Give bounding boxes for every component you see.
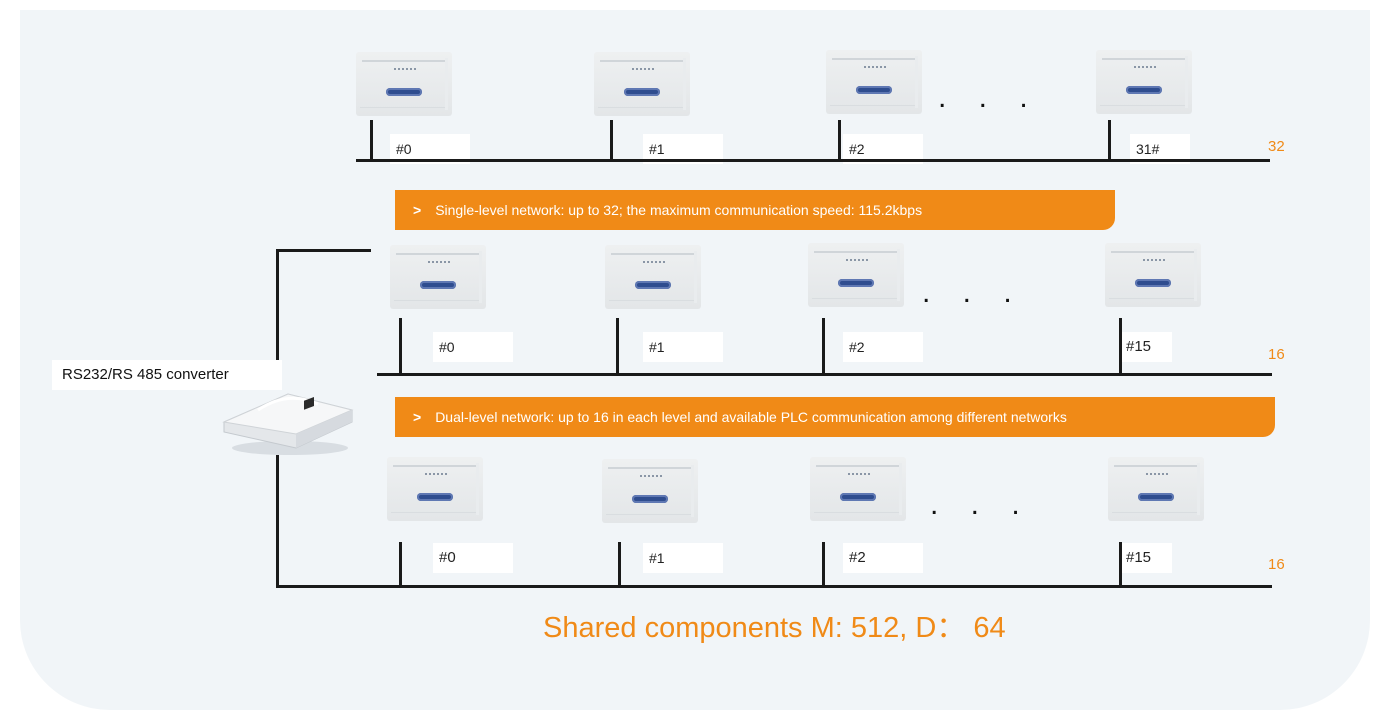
node-label: #0: [433, 543, 513, 573]
converter-label: RS232/RS 485 converter: [52, 360, 282, 390]
node-label: #15: [1122, 332, 1172, 362]
plc-device-icon: [602, 459, 698, 523]
drop-line: [838, 120, 841, 161]
info-banner: > Single-level network: up to 32; the max…: [395, 190, 1115, 230]
drop-line: [610, 120, 613, 161]
node-count: 32: [1268, 138, 1285, 155]
drop-line: [618, 542, 621, 587]
ellipsis: . . .: [922, 276, 1024, 309]
plc-device-icon: [826, 50, 922, 114]
banner-text: Single-level network: up to 32; the maxi…: [435, 202, 923, 218]
drop-line: [822, 542, 825, 587]
plc-device-icon: [808, 243, 904, 307]
ellipsis: . . .: [938, 81, 1040, 114]
plc-device-icon: [356, 52, 452, 116]
drop-line: [1108, 120, 1111, 161]
node-label: #1: [643, 543, 723, 573]
connector-line: [276, 249, 279, 362]
node-label: #2: [843, 543, 923, 573]
ellipsis: . . .: [930, 488, 1032, 521]
connector-line: [276, 455, 279, 588]
chevron-right-icon: >: [413, 409, 422, 425]
node-label: #1: [643, 332, 723, 362]
plc-device-icon: [387, 457, 483, 521]
drop-line: [822, 318, 825, 375]
drop-line: [1119, 542, 1122, 587]
plc-device-icon: [1108, 457, 1204, 521]
plc-device-icon: [605, 245, 701, 309]
drop-line: [399, 542, 402, 587]
plc-device-icon: [1096, 50, 1192, 114]
bus-line: [356, 159, 1270, 162]
drop-line: [399, 318, 402, 375]
node-label: #2: [843, 332, 923, 362]
shared-components-summary: Shared components M: 512, D： 64: [543, 612, 1006, 644]
node-count: 16: [1268, 556, 1285, 573]
plc-device-icon: [390, 245, 486, 309]
plc-device-icon: [594, 52, 690, 116]
info-banner: > Dual-level network: up to 16 in each le…: [395, 397, 1275, 437]
node-label: #0: [433, 332, 513, 362]
plc-device-icon: [810, 457, 906, 521]
node-count: 16: [1268, 346, 1285, 363]
connector-line: [276, 249, 371, 252]
bus-line: [276, 585, 1272, 588]
node-label: #15: [1122, 543, 1172, 573]
bus-line: [377, 373, 1272, 376]
plc-device-icon: [1105, 243, 1201, 307]
chevron-right-icon: >: [413, 202, 422, 218]
converter-device-icon: [222, 393, 354, 455]
drop-line: [1119, 318, 1122, 375]
banner-text: Dual-level network: up to 16 in each lev…: [435, 409, 1067, 425]
drop-line: [370, 120, 373, 161]
drop-line: [616, 318, 619, 375]
